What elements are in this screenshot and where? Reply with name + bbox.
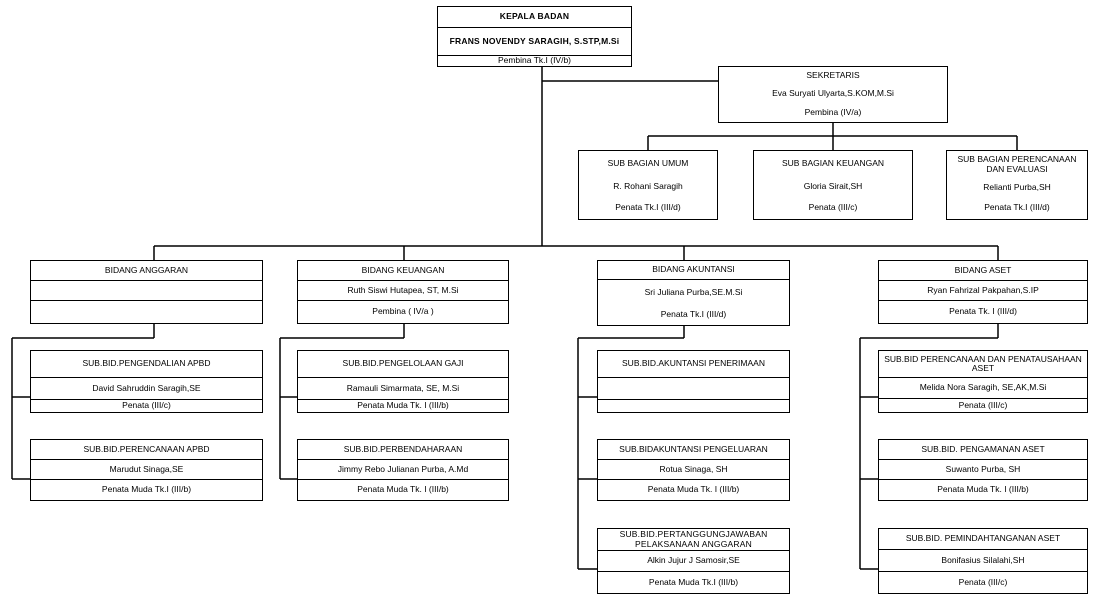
bidang-keuangan-box: BIDANG KEUANGAN Ruth Siswi Hutapea, ST, … bbox=[297, 260, 509, 324]
subbid-pemindahtanganan-aset-box: SUB.BID. PEMINDAHTANGANAN ASET Bonifasiu… bbox=[878, 528, 1088, 594]
subbid-name: David Sahruddin Saragih,SE bbox=[31, 377, 262, 399]
subbid-title: SUB.BID.PERBENDAHARAAN bbox=[343, 443, 463, 454]
subbid-rank: Penata Muda Tk.I (III/b) bbox=[31, 479, 262, 500]
subbid-rank: Penata Muda Tk. I (III/b) bbox=[879, 479, 1087, 500]
bidang-name: Sri Juliana Purba,SE.M.Si bbox=[644, 287, 743, 298]
subbid-name: Ramauli Simarmata, SE, M.Si bbox=[298, 377, 508, 399]
sub-bagian-name: R. Rohani Saragih bbox=[613, 180, 683, 191]
sub-bagian-title: SUB BAGIAN UMUM bbox=[607, 157, 689, 168]
sekretaris-title: SEKRETARIS bbox=[806, 69, 860, 80]
subbid-title: SUB.BID.PENGELOLAAN GAJI bbox=[342, 358, 464, 369]
sub-bagian-title: SUB BAGIAN PERENCANAAN DAN EVALUASI bbox=[957, 154, 1077, 174]
subbid-pengelolaan-gaji-box: SUB.BID.PENGELOLAAN GAJI Ramauli Simarma… bbox=[297, 350, 509, 413]
subbid-akuntansi-pengeluaran-box: SUB.BIDAKUNTANSI PENGELUARAN Rotua Sinag… bbox=[597, 439, 790, 501]
subbid-rank: Penata Muda Tk. I (III/b) bbox=[598, 479, 789, 500]
subbid-title: SUB.BID. PENGAMANAN ASET bbox=[921, 443, 1045, 454]
sub-bagian-name: Gloria Sirait,SH bbox=[803, 180, 863, 191]
subbid-rank bbox=[598, 399, 789, 412]
subbid-rank: Penata (III/c) bbox=[879, 571, 1087, 593]
subbid-perencanaan-apbd-box: SUB.BID.PERENCANAAN APBD Marudut Sinaga,… bbox=[30, 439, 263, 501]
subbid-title: SUB.BID.PERTANGGUNGJAWABAN PELAKSANAAN A… bbox=[619, 529, 768, 549]
sub-bagian-rank: Penata Tk.I (III/d) bbox=[615, 202, 681, 213]
bidang-name bbox=[31, 280, 262, 300]
sekretaris-rank: Pembina (IV/a) bbox=[804, 107, 862, 118]
sub-bagian-perencanaan-box: SUB BAGIAN PERENCANAAN DAN EVALUASI Reli… bbox=[946, 150, 1088, 220]
kepala-badan-name: FRANS NOVENDY SARAGIH, S.STP,M.Si bbox=[438, 27, 631, 55]
kepala-badan-box: KEPALA BADAN FRANS NOVENDY SARAGIH, S.ST… bbox=[437, 6, 632, 67]
subbid-rank: Penata (III/c) bbox=[879, 398, 1087, 412]
bidang-title: BIDANG AKUNTANSI bbox=[598, 261, 789, 280]
sub-bagian-umum-box: SUB BAGIAN UMUM R. Rohani Saragih Penata… bbox=[578, 150, 718, 220]
bidang-akuntansi-box: BIDANG AKUNTANSI Sri Juliana Purba,SE.M.… bbox=[597, 260, 790, 326]
subbid-title: SUB.BID.PERENCANAAN APBD bbox=[83, 443, 210, 454]
subbid-perbendaharaan-box: SUB.BID.PERBENDAHARAAN Jimmy Rebo Julian… bbox=[297, 439, 509, 501]
bidang-rank: Penata Tk. I (III/d) bbox=[879, 300, 1087, 323]
subbid-rank: Penata Muda Tk.I (III/b) bbox=[598, 571, 789, 593]
subbid-title: SUB.BID. PEMINDAHTANGANAN ASET bbox=[905, 533, 1061, 544]
kepala-badan-rank: Pembina Tk.I (IV/b) bbox=[438, 55, 631, 66]
subbid-pertanggungjawaban-box: SUB.BID.PERTANGGUNGJAWABAN PELAKSANAAN A… bbox=[597, 528, 790, 594]
subbid-name bbox=[598, 377, 789, 399]
sekretaris-box: SEKRETARIS Eva Suryati Ulyarta,S.KOM,M.S… bbox=[718, 66, 948, 123]
kepala-badan-title: KEPALA BADAN bbox=[499, 11, 570, 22]
subbid-rank: Penata (III/c) bbox=[31, 399, 262, 412]
sub-bagian-rank: Penata Tk.I (III/d) bbox=[984, 202, 1050, 213]
subbid-name: Rotua Sinaga, SH bbox=[598, 459, 789, 479]
bidang-title: BIDANG ASET bbox=[954, 264, 1012, 275]
subbid-name: Jimmy Rebo Julianan Purba, A.Md bbox=[298, 459, 508, 479]
subbid-name: Bonifasius Silalahi,SH bbox=[879, 549, 1087, 571]
sub-bagian-rank: Penata (III/c) bbox=[808, 202, 858, 213]
subbid-title: SUB.BID PERENCANAAN DAN PENATAUSAHAAN AS… bbox=[884, 353, 1082, 373]
bidang-title: BIDANG KEUANGAN bbox=[361, 264, 445, 275]
bidang-rank bbox=[31, 300, 262, 323]
subbid-name: Melida Nora Saragih, SE,AK,M.Si bbox=[879, 377, 1087, 398]
bidang-anggaran-box: BIDANG ANGGARAN bbox=[30, 260, 263, 324]
bidang-rank: Penata Tk.I (III/d) bbox=[660, 309, 727, 320]
sub-bagian-name: Relianti Purba,SH bbox=[983, 181, 1051, 192]
bidang-name: Ryan Fahrizal Pakpahan,S.IP bbox=[879, 280, 1087, 300]
subbid-pengendalian-apbd-box: SUB.BID.PENGENDALIAN APBD David Sahruddi… bbox=[30, 350, 263, 413]
bidang-rank: Pembina ( IV/a ) bbox=[298, 300, 508, 323]
subbid-rank: Penata Muda Tk. I (III/b) bbox=[298, 479, 508, 500]
subbid-name: Alkin Jujur J Samosir,SE bbox=[598, 550, 789, 571]
subbid-rank: Penata Muda Tk. I (III/b) bbox=[298, 399, 508, 412]
subbid-name: Suwanto Purba, SH bbox=[879, 459, 1087, 479]
sub-bagian-keuangan-box: SUB BAGIAN KEUANGAN Gloria Sirait,SH Pen… bbox=[753, 150, 913, 220]
bidang-name: Ruth Siswi Hutapea, ST, M.Si bbox=[298, 280, 508, 300]
subbid-perencanaan-aset-box: SUB.BID PERENCANAAN DAN PENATAUSAHAAN AS… bbox=[878, 350, 1088, 413]
subbid-pengamanan-aset-box: SUB.BID. PENGAMANAN ASET Suwanto Purba, … bbox=[878, 439, 1088, 501]
subbid-title: SUB.BID.AKUNTANSI PENERIMAAN bbox=[622, 358, 765, 369]
subbid-name: Marudut Sinaga,SE bbox=[31, 459, 262, 479]
bidang-aset-box: BIDANG ASET Ryan Fahrizal Pakpahan,S.IP … bbox=[878, 260, 1088, 324]
sekretaris-name: Eva Suryati Ulyarta,S.KOM,M.Si bbox=[772, 88, 894, 99]
subbid-akuntansi-penerimaan-box: SUB.BID.AKUNTANSI PENERIMAAN bbox=[597, 350, 790, 413]
sub-bagian-title: SUB BAGIAN KEUANGAN bbox=[781, 157, 885, 168]
bidang-title: BIDANG ANGGARAN bbox=[104, 264, 189, 275]
subbid-title: SUB.BIDAKUNTANSI PENGELUARAN bbox=[619, 443, 768, 454]
subbid-title: SUB.BID.PENGENDALIAN APBD bbox=[82, 358, 211, 369]
